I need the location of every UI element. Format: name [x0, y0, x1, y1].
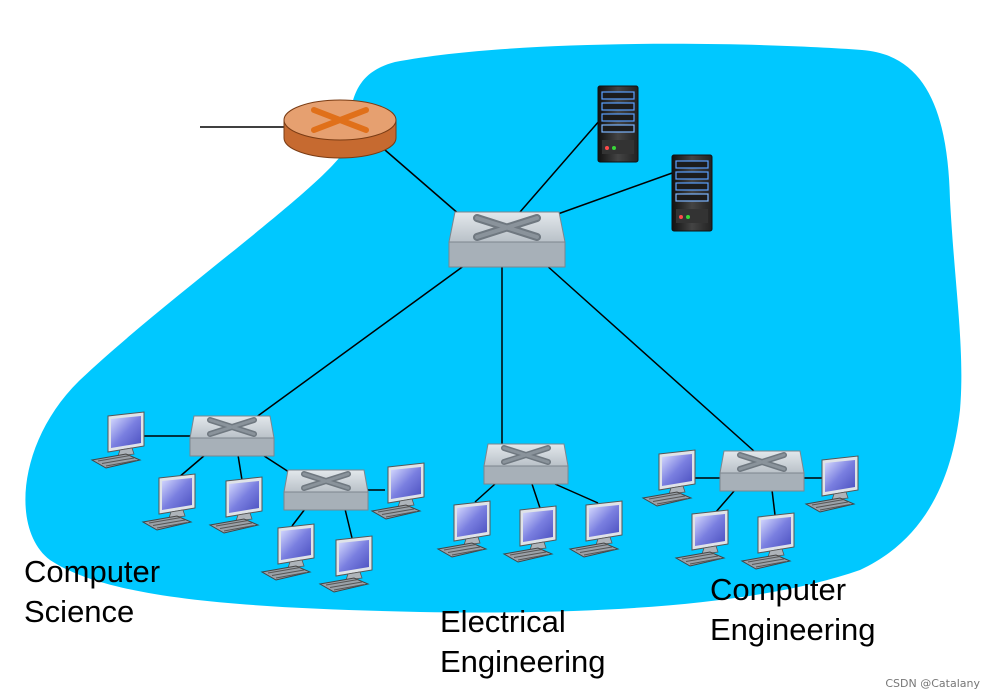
label-computer-engineering: Computer Engineering [710, 572, 876, 647]
server-icon [597, 85, 639, 163]
label-computer-science: Computer Science [24, 554, 161, 629]
router-icon [283, 99, 397, 159]
network-links [140, 119, 822, 539]
label-electrical-engineering: Electrical Engineering [440, 604, 606, 679]
switch-icon [190, 416, 274, 456]
watermark: CSDN @Catalany [885, 677, 980, 690]
switch-icon [720, 451, 804, 491]
switch-icon [284, 470, 368, 510]
switch-icon [449, 212, 565, 267]
server-icon [671, 154, 713, 232]
switch-icon [484, 444, 568, 484]
